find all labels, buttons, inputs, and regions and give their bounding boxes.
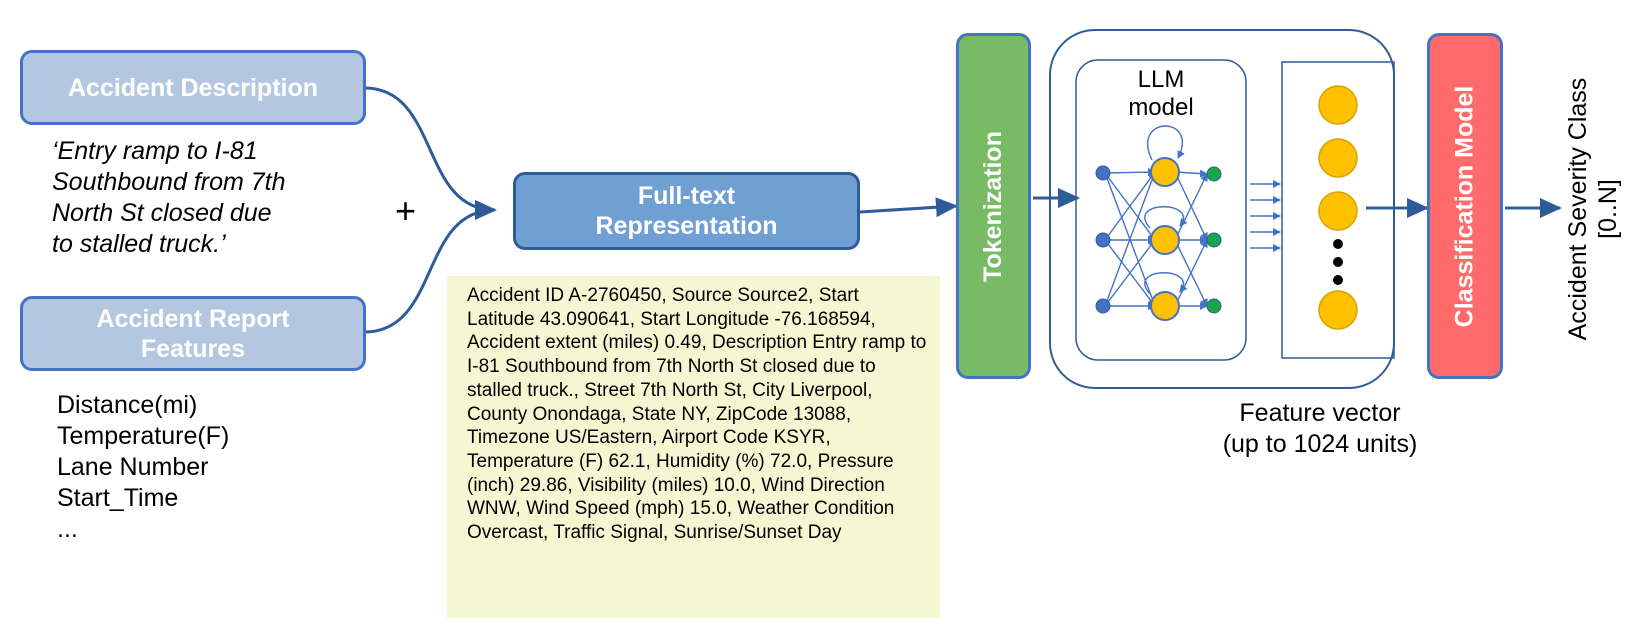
description-quote: ‘Entry ramp to I-81 Southbound from 7th … <box>52 137 286 258</box>
tokenization-box: Tokenization <box>956 33 1031 379</box>
feature-vector-label-line2: (up to 1024 units) <box>1222 430 1418 458</box>
llm-input-nodes <box>1095 165 1111 314</box>
full-text-example-panel: Accident ID A-2760450, Source Source2, S… <box>447 276 940 618</box>
accident-report-features-label: Accident Report Features <box>96 304 290 363</box>
full-text-representation-box: Full-text Representation <box>513 172 860 250</box>
feature-vector-box <box>1281 61 1395 359</box>
feature-vector-label: Feature vector (up to 1024 units) <box>1200 398 1440 460</box>
arrow-features-to-fulltext <box>365 208 496 334</box>
arrow-fulltext-to-tokenization <box>859 197 958 218</box>
tokenization-label: Tokenization <box>979 130 1007 282</box>
classification-model-box: Classification Model <box>1427 33 1503 379</box>
llm-model-box <box>1075 59 1247 361</box>
feature-vector-ellipsis <box>1333 239 1343 285</box>
llm-label-line2: model <box>1128 94 1194 121</box>
feature-item: ... <box>57 515 78 543</box>
accident-description-box: Accident Description <box>20 50 366 125</box>
classification-model-label: Classification Model <box>1450 85 1479 327</box>
full-text-example: Accident ID A-2760450, Source Source2, S… <box>467 285 927 544</box>
feature-item: Start_Time <box>57 484 179 512</box>
feature-vector-units <box>1318 85 1358 330</box>
feature-item: Lane Number <box>57 453 209 481</box>
accident-severity-class-label: Accident Severity Class [0..N] <box>1563 39 1625 379</box>
feature-list: Distance(mi) Temperature(F) Lane Number … <box>57 390 229 545</box>
full-text-representation-label: Full-text Representation <box>595 182 778 240</box>
accident-report-features-box: Accident Report Features <box>20 296 366 371</box>
output-label-line2: [0..N] <box>1594 179 1622 239</box>
output-label-line1: Accident Severity Class <box>1564 77 1592 341</box>
llm-network-connections <box>1104 125 1281 310</box>
feature-vector-label-line1: Feature vector <box>1239 399 1401 427</box>
feature-item: Distance(mi) <box>57 391 198 419</box>
llm-label-line1: LLM <box>1137 66 1185 93</box>
llm-hidden-neurons <box>1150 157 1180 321</box>
llm-model-label: LLM model <box>1121 66 1201 122</box>
feature-item: Temperature(F) <box>57 422 230 450</box>
llm-output-nodes <box>1206 166 1222 314</box>
accident-description-label: Accident Description <box>67 73 319 102</box>
output-label-wrap: Accident Severity Class [0..N] <box>1560 38 1628 378</box>
plus-sign: + <box>395 190 417 231</box>
arrow-description-to-fulltext <box>365 86 497 220</box>
